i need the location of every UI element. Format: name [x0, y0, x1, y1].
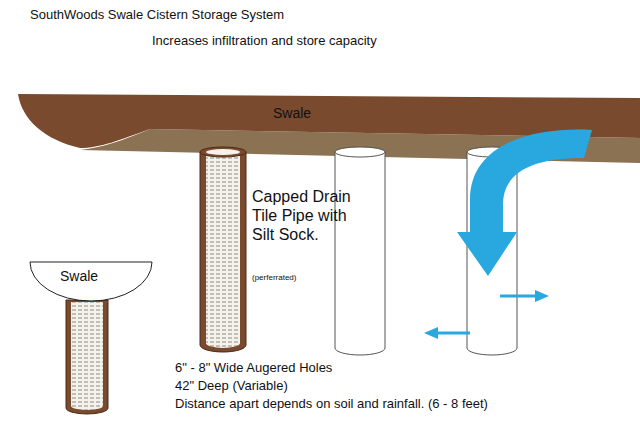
pipe-note: (perferrated) — [252, 273, 296, 282]
drain-tile-pipe — [200, 147, 246, 352]
spacing-note: Distance apart depends on soil and rainf… — [175, 396, 488, 411]
infiltration-arrow — [424, 290, 549, 339]
shape-label: Swale — [60, 268, 98, 284]
swale-section: Swale — [28, 255, 154, 303]
augered-hole — [335, 147, 385, 355]
pipe-callout: Capped Drain Tile Pipe with Silt Sock. — [252, 187, 352, 244]
shape-label: Swale — [273, 105, 311, 121]
inflow-arrow — [457, 130, 592, 276]
dimension-note: 42" Deep (Variable) — [175, 378, 288, 393]
swale-section-shape — [30, 262, 152, 301]
drain-tile-pipe — [66, 300, 108, 414]
subtitle: Increases infiltration and store capacit… — [152, 33, 377, 48]
dimension-note: 6" - 8" Wide Augered Holes — [175, 360, 332, 375]
title: SouthWoods Swale Cistern Storage System — [30, 7, 284, 22]
